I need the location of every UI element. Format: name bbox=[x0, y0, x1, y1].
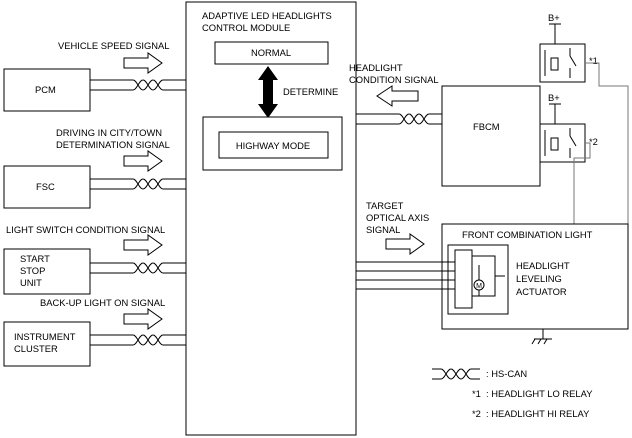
start-stop-unit-line2: STOP bbox=[20, 265, 45, 276]
city-town-signal-line2: DETERMINATION SIGNAL bbox=[56, 139, 170, 150]
normal-box bbox=[214, 41, 329, 65]
relay-icon bbox=[544, 128, 577, 158]
hollow-arrow-icon bbox=[123, 234, 163, 256]
hs-can-pair-ic bbox=[123, 334, 173, 346]
fbcm-label: FBCM bbox=[473, 121, 500, 132]
start-stop-unit-line1: START bbox=[20, 253, 50, 264]
module-title-line1: ADAPTIVE LED HEADLIGHTS bbox=[202, 10, 332, 21]
pcm-label: PCM bbox=[35, 84, 56, 95]
fsc-box bbox=[3, 165, 91, 209]
start-stop-unit-line3: UNIT bbox=[20, 277, 42, 288]
hollow-arrow-icon bbox=[123, 308, 163, 330]
headlight-condition-line1: HEADLIGHT bbox=[349, 62, 403, 73]
legend-hs-can: : HS-CAN bbox=[486, 368, 527, 379]
hollow-arrow-icon bbox=[123, 150, 163, 172]
actuator-label-line3: ACTUATOR bbox=[516, 286, 567, 297]
hollow-arrow-icon bbox=[385, 233, 425, 255]
determine-label: DETERMINE bbox=[283, 86, 338, 97]
ground-icon bbox=[531, 329, 552, 345]
instrument-cluster-box bbox=[3, 321, 91, 367]
legend-mark-2: *2 bbox=[472, 408, 481, 419]
relay-1-mark: *1 bbox=[589, 55, 598, 66]
relay-1-supply: B+ bbox=[548, 12, 560, 23]
start-stop-unit-box bbox=[3, 248, 91, 295]
vehicle-speed-signal-label: VEHICLE SPEED SIGNAL bbox=[58, 40, 170, 51]
module-title-line2: CONTROL MODULE bbox=[202, 22, 290, 33]
relay-2-supply: B+ bbox=[548, 92, 560, 103]
light-switch-signal-label: LIGHT SWITCH CONDITION SIGNAL bbox=[6, 224, 165, 235]
front-combination-light-label: FRONT COMBINATION LIGHT bbox=[462, 229, 593, 240]
target-signal-line1: TARGET bbox=[366, 200, 404, 211]
hs-can-pair-ssu bbox=[123, 262, 173, 274]
backup-light-signal-label: BACK-UP LIGHT ON SIGNAL bbox=[40, 297, 165, 308]
fsc-label: FSC bbox=[36, 181, 55, 192]
double-arrow-icon bbox=[258, 66, 278, 118]
headlight-condition-line2: CONDITION SIGNAL bbox=[349, 74, 439, 85]
hollow-arrow-icon bbox=[123, 52, 163, 74]
relay-2-mark: *2 bbox=[589, 136, 598, 147]
motor-icon: M bbox=[473, 265, 485, 296]
hs-can-pair-pcm bbox=[123, 79, 173, 91]
legend-lo-relay: : HEADLIGHT LO RELAY bbox=[486, 388, 593, 399]
pcm-box bbox=[3, 68, 91, 112]
city-town-signal-line1: DRIVING IN CITY/TOWN bbox=[56, 127, 162, 138]
svg-text:M: M bbox=[476, 283, 482, 290]
fbcm-box bbox=[441, 85, 541, 187]
target-signal-line2: OPTICAL AXIS bbox=[366, 212, 429, 223]
control-module bbox=[185, 1, 357, 436]
normal-label: NORMAL bbox=[251, 47, 291, 58]
instrument-cluster-line1: INSTRUMENT bbox=[14, 331, 76, 342]
hs-can-pair-fsc bbox=[123, 178, 173, 190]
relay-icon bbox=[544, 48, 577, 78]
actuator-label-line1: HEADLIGHT bbox=[516, 260, 570, 271]
actuator-label-line2: LEVELING bbox=[516, 273, 562, 284]
highway-mode-label: HIGHWAY MODE bbox=[236, 140, 310, 151]
target-signal-line3: SIGNAL bbox=[366, 224, 400, 235]
legend-hi-relay: : HEADLIGHT HI RELAY bbox=[486, 408, 590, 419]
highway-mode-box bbox=[218, 131, 329, 159]
relay-1: B+ *1 bbox=[539, 12, 598, 83]
legend-mark-1: *1 bbox=[472, 388, 481, 399]
hs-can-pair-fbcm bbox=[389, 113, 439, 125]
twisted-pair-icon bbox=[431, 368, 481, 380]
relay-2: B+ *2 bbox=[539, 92, 598, 163]
hollow-arrow-icon bbox=[376, 85, 419, 107]
instrument-cluster-line2: CLUSTER bbox=[14, 343, 58, 354]
